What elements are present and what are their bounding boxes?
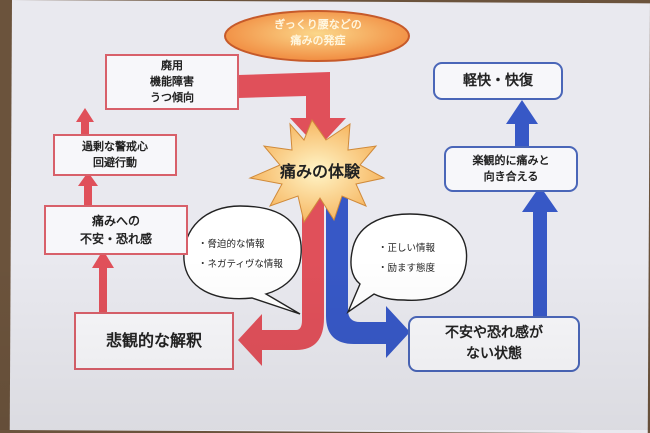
fear-anxiety-box: 痛みへの 不安・恐れ感: [44, 205, 188, 255]
red-arrow-top: [238, 72, 346, 148]
red-arrow-up-2: [78, 172, 98, 205]
onset-label: ぎっくり腰などの 痛みの発症: [274, 18, 362, 47]
recovery-box: 軽快・快復: [433, 62, 563, 100]
blue-arrow-up-2: [506, 100, 538, 146]
onset-ellipse: [224, 10, 410, 62]
pessimistic-interpretation-box: 悲観的な解釈: [74, 312, 234, 370]
bubble-left-line-1: ・脅迫的な情報: [198, 239, 265, 250]
red-arrow-down-left: [238, 178, 324, 366]
speech-bubble-left: [183, 205, 302, 315]
red-arrow-up-3: [76, 108, 94, 135]
speech-bubble-right: [346, 213, 468, 314]
no-fear-state-box: 不安や恐れ感が ない状態: [408, 316, 580, 372]
bubble-right-line-1: ・正しい情報: [378, 243, 436, 254]
red-arrow-up-1: [92, 250, 114, 312]
bubble-left-line-2: ・ネガティヴな情報: [198, 259, 283, 270]
hypervigilance-box: 過剰な警戒心 回避行動: [53, 134, 177, 176]
optimistic-box: 楽観的に痛みと 向き合える: [444, 146, 578, 192]
disuse-box: 廃用 機能障害 うつ傾向: [105, 54, 239, 110]
blue-arrow-up-1: [522, 186, 558, 316]
pain-experience-label: 痛みの体験: [279, 162, 360, 181]
pain-experience-burst: [248, 118, 386, 224]
bubble-right-line-2: ・励ます態度: [378, 263, 436, 274]
